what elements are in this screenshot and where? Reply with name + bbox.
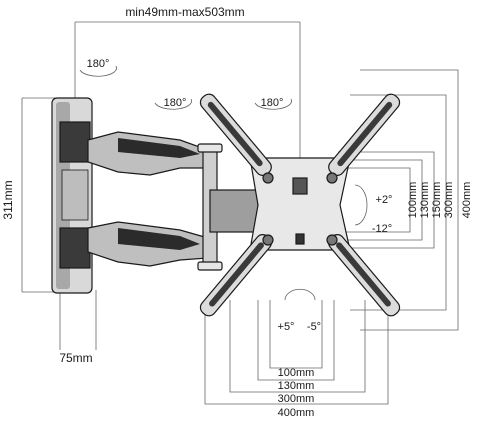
vesa-horizontal-label: 100mm <box>278 367 315 379</box>
vesa-horizontal-label: 300mm <box>278 393 315 405</box>
top-span-label: min49mm-max503mm <box>125 5 244 19</box>
vesa-vertical-label: 100mm <box>407 182 419 219</box>
height-label: 311mm <box>1 180 15 219</box>
rotation-label-right: 180° <box>261 97 284 109</box>
tilt-down-label: -12° <box>372 223 392 235</box>
wall-plate <box>51 97 93 294</box>
vesa-vertical-label: 300mm <box>443 182 455 219</box>
arm-lower <box>87 221 209 267</box>
dimension-lines <box>21 21 459 405</box>
vesa-horizontal-labels: 100mm 130mm 300mm 400mm <box>278 367 315 419</box>
rotation-label-center: 180° <box>164 97 187 109</box>
vesa-horizontal-label: 130mm <box>278 380 315 392</box>
bracket-arms <box>199 93 401 317</box>
depth-label: 75mm <box>59 351 92 365</box>
vesa-vertical-labels: 100mm 130mm 150mm 300mm 400mm <box>407 182 473 219</box>
vesa-vertical-label: 130mm <box>419 182 431 219</box>
swivel-left-label: +5° <box>278 321 295 333</box>
vesa-vertical-label: 150mm <box>431 182 443 219</box>
vesa-horizontal-label: 400mm <box>278 407 315 419</box>
arm-upper <box>87 131 209 176</box>
arm-pivot-column <box>197 143 259 271</box>
swivel-right-label: -5° <box>307 321 321 333</box>
rotation-arrow-icons <box>79 65 368 301</box>
rotation-label-left: 180° <box>87 58 110 70</box>
bolts <box>262 172 338 246</box>
tilt-up-label: +2° <box>376 194 393 206</box>
vesa-vertical-label: 400mm <box>461 182 473 219</box>
